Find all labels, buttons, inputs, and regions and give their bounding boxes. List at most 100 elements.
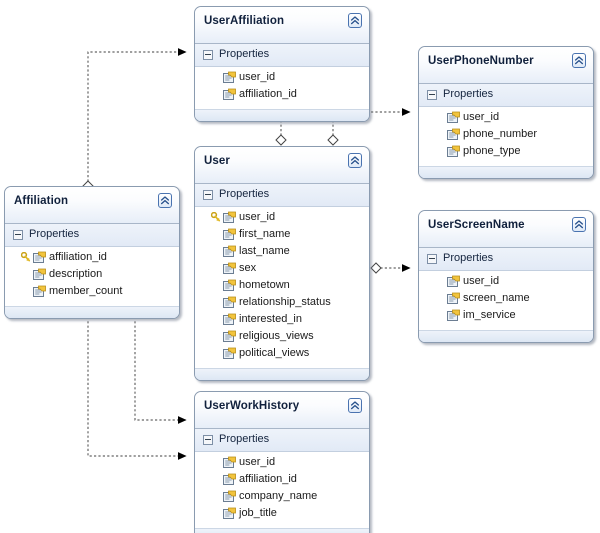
connector-affiliation-to-userworkhistory [82,302,187,460]
property-row[interactable]: first_name [195,226,369,243]
minus-box-icon[interactable] [427,254,437,264]
property-label: im_service [463,309,516,321]
property-label: user_id [239,456,276,468]
property-icon [447,111,460,124]
property-icon [223,296,236,309]
property-icon [223,330,236,343]
properties-section-header[interactable]: Properties [5,224,179,247]
property-label: hometown [239,279,290,291]
property-row[interactable]: religious_views [195,328,369,345]
property-icon [447,292,460,305]
property-icon [223,228,236,241]
entity-footer [195,109,369,121]
property-row[interactable]: last_name [195,243,369,260]
properties-section-label: Properties [219,433,270,445]
property-row[interactable]: member_count [5,283,179,300]
property-icon [223,262,236,275]
entity-title: UserPhoneNumber [428,55,534,67]
property-row[interactable]: job_title [195,505,369,522]
property-row[interactable]: relationship_status [195,294,369,311]
property-row[interactable]: user_id [419,109,593,126]
property-list: user_id screen_name im_service [419,271,593,330]
chevron-up-icon[interactable] [348,13,362,28]
property-icon [223,490,236,503]
property-row[interactable]: affiliation_id [195,86,369,103]
entity-header-user-screen-name: UserScreenName [419,211,593,248]
property-row[interactable]: sex [195,260,369,277]
entity-header-user: User [195,147,369,184]
property-row[interactable]: user_id [195,454,369,471]
property-icon [447,128,460,141]
property-icon [447,275,460,288]
properties-section-header[interactable]: Properties [419,84,593,107]
property-label: political_views [239,347,310,359]
property-icon [223,473,236,486]
property-label: user_id [239,71,276,83]
property-row[interactable]: political_views [195,345,369,362]
properties-section-header[interactable]: Properties [195,44,369,67]
property-icon [223,245,236,258]
entity-title: User [204,155,230,167]
minus-box-icon[interactable] [203,190,213,200]
property-row[interactable]: user_id [195,69,369,86]
property-row[interactable]: phone_number [419,126,593,143]
entity-footer [195,368,369,380]
property-row[interactable]: affiliation_id [5,249,179,266]
entity-header-user-work-history: UserWorkHistory [195,392,369,429]
property-label: user_id [463,275,500,287]
property-row[interactable]: affiliation_id [195,471,369,488]
connector-user-to-userworkhistory [129,302,187,424]
property-row[interactable]: user_id [195,209,369,226]
properties-section-label: Properties [443,88,494,100]
chevron-up-icon[interactable] [572,217,586,232]
property-row[interactable]: im_service [419,307,593,324]
minus-box-icon[interactable] [203,435,213,445]
entity-title: Affiliation [14,195,69,207]
chevron-up-icon[interactable] [158,193,172,208]
entity-header-user-phone-number: UserPhoneNumber [419,47,593,84]
entity-footer [419,166,593,178]
property-row[interactable]: phone_type [419,143,593,160]
property-icon [223,347,236,360]
property-row[interactable]: description [5,266,179,283]
property-row[interactable]: interested_in [195,311,369,328]
property-label: affiliation_id [239,88,297,100]
property-row[interactable]: company_name [195,488,369,505]
property-row[interactable]: hometown [195,277,369,294]
properties-section-label: Properties [219,48,270,60]
property-row[interactable]: user_id [419,273,593,290]
property-label: relationship_status [239,296,331,308]
minus-box-icon[interactable] [427,90,437,100]
property-list: user_id affiliation_id [195,67,369,109]
property-row[interactable]: screen_name [419,290,593,307]
chevron-up-icon[interactable] [348,153,362,168]
entity-title: UserWorkHistory [204,400,300,412]
property-icon [223,88,236,101]
properties-section-header[interactable]: Properties [195,184,369,207]
properties-section-header[interactable]: Properties [195,429,369,452]
properties-section-label: Properties [29,228,80,240]
minus-box-icon[interactable] [203,50,213,60]
entity-header-affiliation: Affiliation [5,187,179,224]
minus-box-icon[interactable] [13,230,23,240]
property-icon [223,456,236,469]
property-icon [447,309,460,322]
property-icon [223,71,236,84]
properties-section-header[interactable]: Properties [419,248,593,271]
property-icon [223,211,236,224]
key-icon [210,211,221,223]
chevron-up-icon[interactable] [572,53,586,68]
property-icon [223,313,236,326]
chevron-up-icon[interactable] [348,398,362,413]
property-label: interested_in [239,313,302,325]
